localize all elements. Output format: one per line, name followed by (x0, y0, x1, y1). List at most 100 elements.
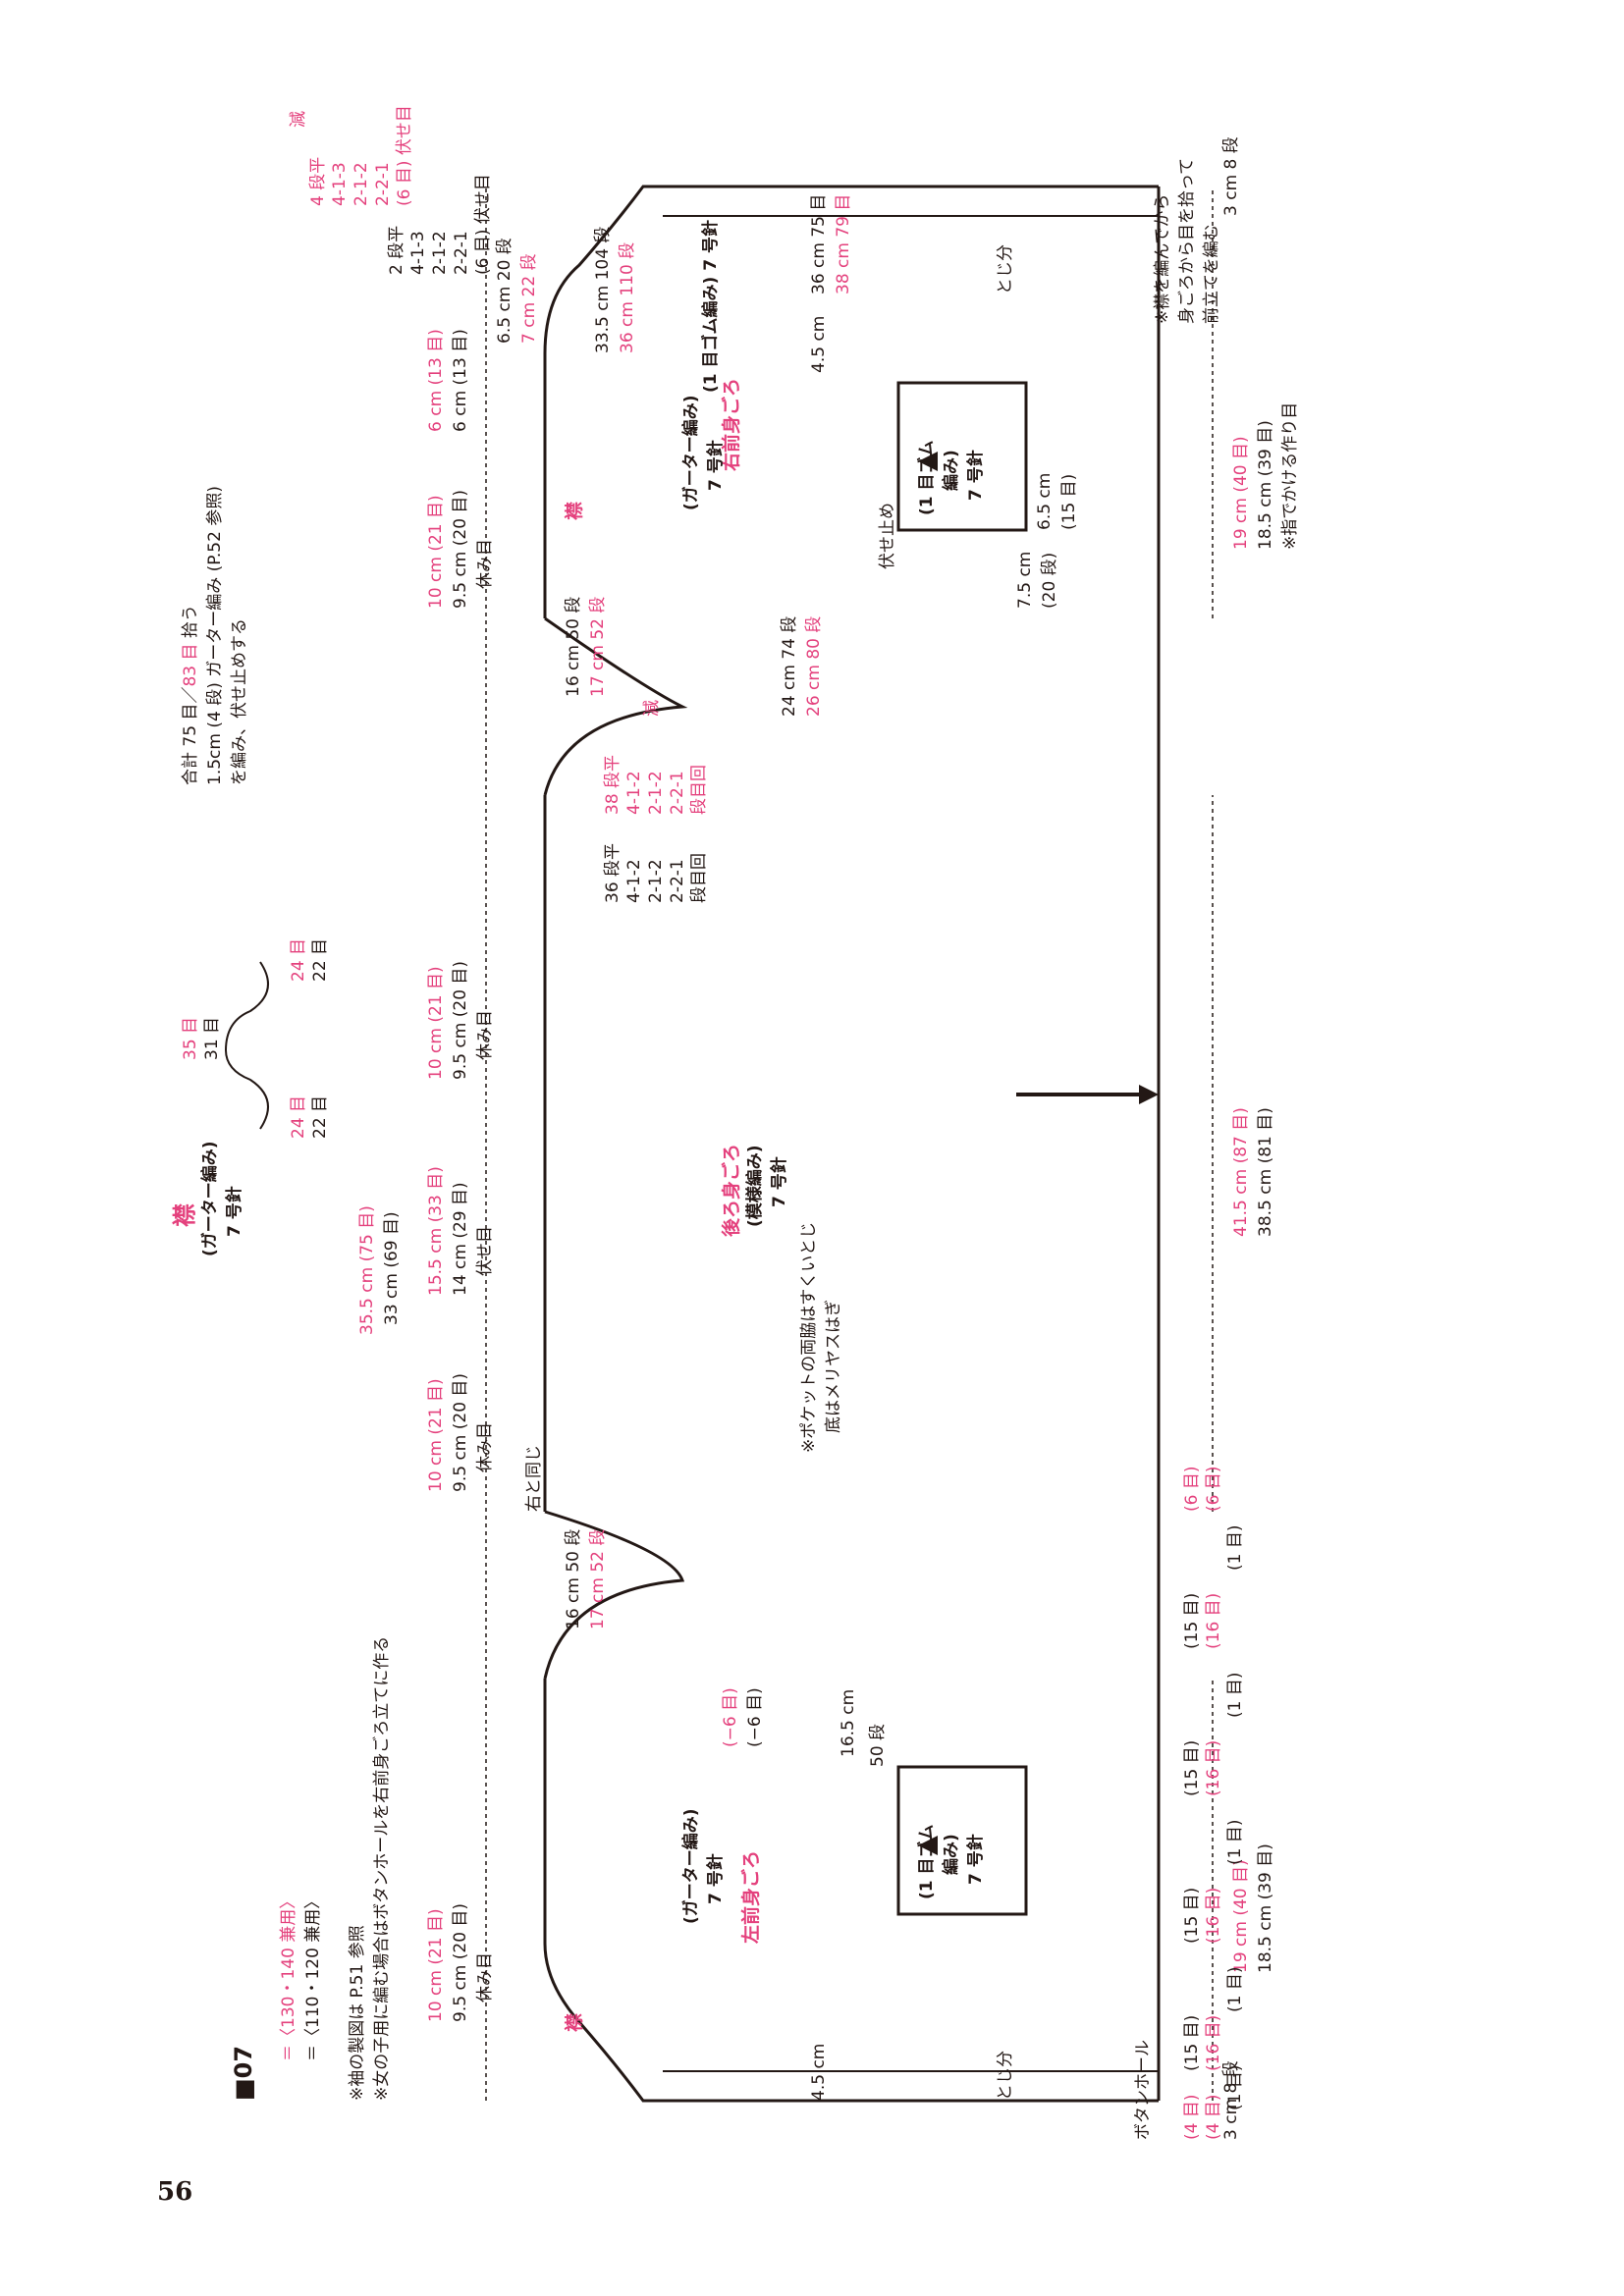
right-note-1: ※襟を編んでから (1153, 193, 1172, 324)
armhole-black: 16 cm 50 段 (564, 1528, 583, 1629)
left-neck-black: 9.5 cm (20 目) (451, 1902, 470, 2022)
total-h-black: 33.5 cm 104 段 (593, 226, 613, 353)
dec-pink-4: 段目回 (689, 765, 709, 815)
ndec-black-0: 2 段平 (387, 225, 406, 275)
right-pocket-needle: 7 号針 (966, 450, 986, 501)
note-sleeve: ※袖の製図は P.51 参照 (348, 1925, 367, 2101)
back-technique: (模様編み) (745, 1145, 765, 1227)
left-pocket-title: (1 目ゴム (917, 1824, 937, 1899)
rotated-diagram: ■07 ＝〈130・140 兼用〉 ＝〈110・120 兼用〉 ※袖の製図は P… (133, 98, 1300, 2140)
left-dec-black: (−6 目) (745, 1687, 765, 1747)
left-width-black: 18.5 cm (39 目) (1256, 1843, 1275, 1973)
model-number: ■07 (230, 2045, 257, 2101)
count-a-7: (1 目) (1225, 1672, 1245, 1718)
ndec-pink-0: 4 段平 (308, 156, 328, 206)
count-a-0: (4 目) (1182, 2094, 1202, 2140)
back-center-pink: 15.5 cm (33 目) (426, 1166, 446, 1296)
back-rest-right: 休み目 (475, 1010, 495, 1060)
collar-left-black: 22 目 (310, 1095, 330, 1139)
back-shoulder-black: 9.5 cm (20 目) (451, 1372, 470, 1492)
cast-on-note: ※指でかける作り目 (1280, 401, 1300, 550)
dec-black-2: 2-1-2 (646, 859, 666, 903)
body-black: 24 cm 74 段 (780, 615, 799, 717)
armhole2-black: 16 cm 50 段 (564, 596, 583, 697)
back-width-black: 38.5 cm (81 目) (1256, 1107, 1275, 1237)
back-rest-left: 休み目 (475, 1422, 495, 1472)
hem-h-right: 3 cm 8 段 (1221, 136, 1241, 216)
back-bindoff: 伏せ目 (475, 1226, 495, 1276)
neckh-pink: 7 cm 22 段 (519, 253, 539, 344)
left-pocket-title2: 編み) (942, 1834, 961, 1875)
right-pocket-title2: 編み) (942, 450, 961, 491)
left-width-pink: 19 cm (40 目) (1231, 1859, 1251, 1973)
back-shoulder-pink: 10 cm (21 目) (426, 1378, 446, 1492)
dec-black-4: 段目回 (689, 853, 709, 903)
armhole-pink: 17 cm 52 段 (588, 1528, 608, 1629)
dec-pink-2: 2-1-2 (646, 771, 666, 815)
armhole-right (543, 616, 688, 796)
right-pocket-arrow (918, 452, 938, 471)
armhole-left (543, 1510, 685, 1680)
dec-black-0: 36 段平 (603, 842, 623, 903)
neckh-black: 6.5 cm 20 段 (495, 238, 514, 344)
left-collar-label: 襟 (564, 2012, 585, 2032)
count-a-8: (15 目) (1182, 1592, 1202, 1649)
ndec-pink-2: 2-1-2 (352, 162, 371, 206)
upper-pink: 38 cm 79 目 (834, 193, 853, 294)
collar-note-1: 合計 75 目／83 目 拾う (181, 605, 200, 785)
collar-technique: (ガーター編み) (200, 1141, 220, 1256)
right-bandw-black: 6 cm (13 目) (451, 329, 470, 432)
back-title: 後ろ身ごろ (721, 1143, 742, 1237)
right-neck-black: 9.5 cm (20 目) (451, 489, 470, 609)
right-pocket-v: 7.5 cm (1015, 551, 1035, 609)
dec-label: 減 (642, 700, 662, 717)
legend-pink: ＝〈130・140 兼用〉 (279, 1892, 298, 2061)
right-width-black: 18.5 cm (39 目) (1256, 420, 1275, 550)
right-pocket-h2: (15 目) (1059, 473, 1079, 530)
collar-shape (224, 961, 269, 1130)
left-pocket-h: 50 段 (868, 1723, 888, 1767)
count-b-10: (6 目) (1204, 1466, 1223, 1512)
right-front-technique: (ガーター編み) (681, 395, 701, 510)
right-rest: 休み目 (475, 539, 495, 589)
count-b-6: (16 目) (1204, 1739, 1223, 1796)
right-front-outline (543, 185, 1159, 618)
collar-top-black: 31 目 (202, 1016, 222, 1060)
collar-top-pink: 35 目 (181, 1016, 200, 1060)
left-dec-pink: (−6 目) (721, 1687, 740, 1747)
left-rest: 休み目 (475, 1952, 495, 2002)
count-a-5: (1 目) (1225, 1819, 1245, 1865)
total-h-pink: 36 cm 110 段 (618, 241, 637, 353)
right-toji: とじ分 (996, 244, 1015, 294)
ndec-pink-4: (6 目) 伏せ目 (395, 105, 414, 206)
left-neck-pink: 10 cm (21 目) (426, 1908, 446, 2022)
back-total-black: 33 cm (69 目) (382, 1211, 402, 1325)
right-pocket-bindoff: 伏せ止め (878, 503, 897, 569)
garment-outline (224, 185, 1214, 2103)
right-front-needle: 7 号針 (706, 440, 726, 491)
right-note-2: 身ごろから目を拾って (1177, 157, 1197, 324)
legend-black: ＝〈110・120 兼用〉 (303, 1892, 323, 2061)
collar-right-pink: 24 目 (289, 937, 308, 982)
left-pocket-needle: 7 号針 (966, 1834, 986, 1885)
back-needle: 7 号針 (770, 1156, 789, 1207)
right-collar-label: 襟 (564, 501, 585, 520)
left-edge: 4.5 cm (809, 2043, 829, 2101)
back-center-black: 14 cm (29 目) (451, 1182, 470, 1296)
collar-right-black: 22 目 (310, 937, 330, 982)
back-width-pink: 41.5 cm (87 目) (1231, 1107, 1251, 1237)
back-total-pink: 35.5 cm (75 目) (357, 1205, 377, 1335)
right-pocket-h: 6.5 cm (1035, 472, 1055, 530)
left-front-technique: (ガーター編み) (681, 1808, 701, 1924)
left-toji: とじ分 (996, 2051, 1015, 2101)
ndec-black-4: (6 目) 伏せ目 (473, 174, 493, 275)
note-girl: ※女の子用に編む場合はボタンホールを右前身ごろ立てに作る (372, 1635, 392, 2101)
right-width-pink: 19 cm (40 目) (1231, 436, 1251, 550)
right-pocket-rect (896, 381, 1028, 532)
left-pocket-rect (896, 1765, 1028, 1916)
dec-pink-3: 2-2-1 (668, 771, 687, 815)
count-b-8: (16 目) (1204, 1592, 1223, 1649)
dec-black-1: 4-1-2 (624, 859, 644, 903)
ndec-black-1: 4-1-3 (408, 231, 428, 275)
back-shoulder2-black: 9.5 cm (20 目) (451, 960, 470, 1080)
